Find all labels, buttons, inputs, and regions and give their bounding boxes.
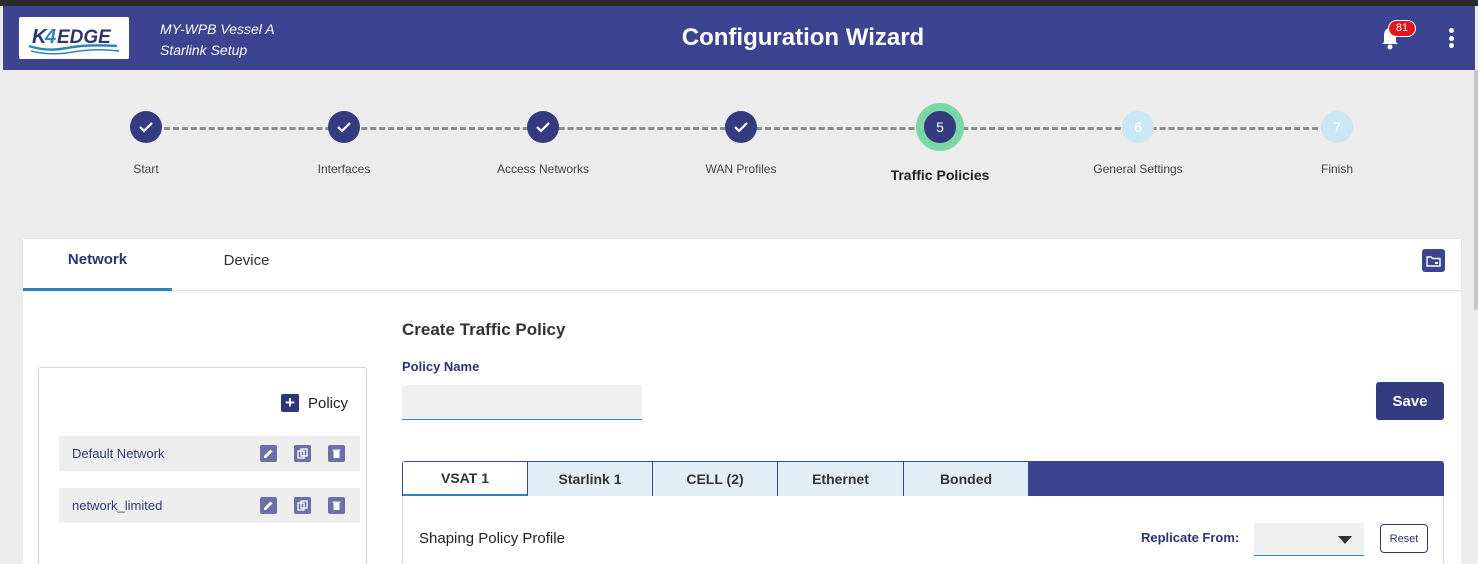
- step-number-active: 5: [916, 103, 964, 151]
- add-policy-button[interactable]: + Policy: [281, 394, 348, 412]
- step-label: Start: [133, 162, 159, 176]
- main-panel: Network Device + Policy Default Network …: [23, 239, 1461, 564]
- wan-tab-ethernet[interactable]: Ethernet: [778, 462, 904, 496]
- add-policy-label: Policy: [308, 394, 349, 412]
- policy-list-item[interactable]: network_limited: [59, 488, 360, 523]
- replicate-from-select[interactable]: [1254, 523, 1364, 556]
- form-title: Create Traffic Policy: [402, 320, 566, 339]
- setup-name: Starlink Setup: [160, 42, 248, 58]
- check-icon: [527, 111, 559, 143]
- wan-tab-cell[interactable]: CELL (2): [653, 462, 778, 496]
- logo-icon: K 4 EDGE: [28, 26, 120, 55]
- wan-tab-vsat1[interactable]: VSAT 1: [403, 462, 528, 496]
- step-label: Traffic Policies: [890, 167, 990, 183]
- policy-list-card: + Policy Default Network network_limited: [38, 367, 367, 564]
- folder-icon[interactable]: [1422, 249, 1445, 272]
- reset-button[interactable]: Reset: [1380, 524, 1428, 553]
- notification-badge[interactable]: 81: [1388, 20, 1416, 37]
- app-header: K 4 EDGE MY-WPB Vessel A Starlink Setup …: [3, 6, 1475, 70]
- step-label: Finish: [1320, 162, 1353, 176]
- page-title: Configuration Wizard: [3, 24, 1478, 52]
- top-window-strip: [0, 0, 1478, 6]
- more-menu-icon[interactable]: [1443, 24, 1459, 52]
- wan-tab-bar: VSAT 1 Starlink 1 CELL (2) Ethernet Bond…: [402, 461, 1444, 496]
- step-label: General Settings: [1093, 162, 1183, 176]
- svg-text:K: K: [32, 26, 48, 48]
- wan-tab-starlink1[interactable]: Starlink 1: [528, 462, 653, 496]
- policy-name-label: Policy Name: [402, 359, 480, 374]
- check-icon: [328, 111, 360, 143]
- tab-device[interactable]: Device: [223, 252, 270, 269]
- shaping-section: Shaping Policy Profile Replicate From: R…: [402, 496, 1444, 564]
- save-button[interactable]: Save: [1376, 382, 1444, 420]
- policy-list-item[interactable]: Default Network: [59, 436, 360, 471]
- page-title-text: Configuration Wizard: [681, 24, 925, 51]
- plus-icon: +: [281, 394, 299, 412]
- svg-text:4: 4: [44, 26, 56, 48]
- step-label: WAN Profiles: [705, 162, 777, 176]
- tab-bar: Network Device: [23, 239, 1461, 291]
- page-scrollbar[interactable]: [1474, 70, 1478, 310]
- caret-down-icon: [1338, 536, 1352, 544]
- check-icon: [130, 111, 162, 143]
- step-label: Access Networks: [496, 162, 590, 176]
- shaping-profile-label: Shaping Policy Profile: [419, 530, 565, 547]
- vessel-info: MY-WPB Vessel A Starlink Setup: [160, 19, 275, 61]
- tab-network[interactable]: Network: [23, 239, 172, 291]
- vessel-name: MY-WPB Vessel A: [160, 21, 275, 37]
- delete-icon[interactable]: [328, 445, 345, 462]
- copy-icon[interactable]: [294, 445, 311, 462]
- delete-icon[interactable]: [328, 497, 345, 514]
- edit-icon[interactable]: [260, 497, 277, 514]
- step-number: 6: [1122, 111, 1154, 143]
- check-icon: [725, 111, 757, 143]
- wizard-stepper: Start Interfaces Access Networks WAN Pro…: [0, 100, 1478, 190]
- copy-icon[interactable]: [294, 497, 311, 514]
- k4edge-logo[interactable]: K 4 EDGE: [19, 17, 129, 59]
- policy-item-name: network_limited: [72, 498, 163, 513]
- policy-name-input[interactable]: [402, 385, 642, 420]
- policy-item-name: Default Network: [72, 446, 165, 461]
- edit-icon[interactable]: [260, 445, 277, 462]
- wan-tab-bonded[interactable]: Bonded: [904, 462, 1028, 496]
- step-label: Interfaces: [317, 162, 371, 176]
- step-number: 7: [1321, 111, 1353, 143]
- svg-text:EDGE: EDGE: [57, 27, 112, 48]
- replicate-from-label: Replicate From:: [1141, 530, 1240, 545]
